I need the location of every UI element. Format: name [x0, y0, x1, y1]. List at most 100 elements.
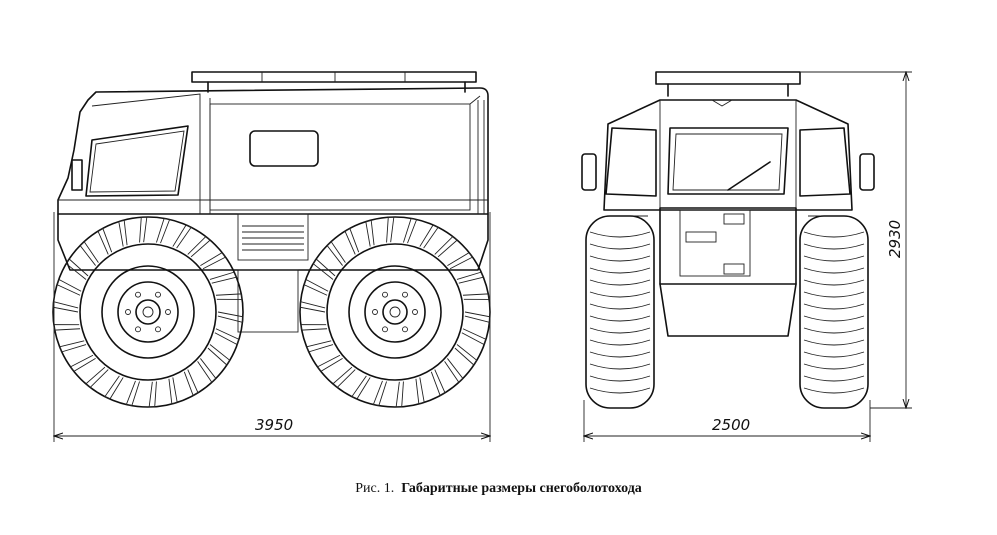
- tread-lug: [444, 358, 464, 384]
- width-value: 2500: [712, 416, 750, 434]
- tread-chevron: [589, 303, 651, 310]
- tread-chevron: [589, 315, 651, 322]
- tread-lug: [53, 324, 81, 331]
- tread-lug: [386, 216, 395, 243]
- tread-lug: [299, 301, 326, 313]
- tread-lug: [209, 271, 238, 284]
- front-right-tire: [799, 215, 869, 409]
- tread-lug: [79, 240, 99, 266]
- wheel-bolt: [382, 291, 388, 298]
- tread-lug: [303, 278, 329, 296]
- tread-lug: [197, 358, 217, 384]
- side-mirror: [71, 159, 83, 191]
- tread-chevron: [803, 339, 865, 346]
- tread-lug: [365, 219, 375, 247]
- side-view: 3950: [52, 71, 491, 442]
- tread-lug: [69, 354, 96, 372]
- tread-lug: [214, 328, 240, 346]
- tread-lug: [344, 227, 360, 255]
- side-grille: [237, 213, 309, 261]
- tread-lug: [454, 344, 478, 366]
- tread-lug: [456, 271, 485, 284]
- front-windshield: [667, 127, 789, 195]
- tread-lug: [326, 240, 346, 266]
- tread-lug: [207, 344, 231, 366]
- wheel-bolt: [165, 309, 171, 315]
- side-window: [249, 130, 319, 167]
- tread-lug: [312, 258, 336, 280]
- front-left-tire: [585, 215, 655, 409]
- tread-chevron: [589, 291, 651, 298]
- tread-lug: [300, 324, 328, 331]
- wheel-bolt: [402, 326, 408, 333]
- tread-lug: [56, 278, 82, 296]
- tread-lug: [172, 224, 192, 249]
- tread-chevron: [803, 327, 865, 334]
- tread-lug: [168, 377, 178, 405]
- tread-chevron: [803, 231, 865, 238]
- tread-chevron: [589, 351, 651, 358]
- wheel-bolt: [155, 326, 161, 333]
- lower-hull: [57, 213, 489, 333]
- tread-lug: [217, 311, 244, 323]
- wheel-bolt: [155, 291, 161, 298]
- tread-chevron: [803, 303, 865, 310]
- tread-chevron: [803, 279, 865, 286]
- body-outline: [57, 87, 489, 215]
- tread-lug: [85, 366, 109, 388]
- front-left-window: [605, 127, 657, 197]
- front-hatch: [679, 209, 751, 277]
- wheel-bolt: [135, 291, 141, 298]
- tread-lug: [462, 293, 490, 300]
- wheel-bolt: [372, 309, 378, 315]
- front-roof-rack: [655, 71, 801, 97]
- tread-lug: [305, 340, 334, 353]
- left-mirror: [581, 153, 597, 191]
- tread-lug: [215, 293, 243, 300]
- tread-lug: [461, 328, 487, 346]
- tread-lug: [187, 236, 211, 258]
- wheel-bolt: [402, 291, 408, 298]
- tread-lug: [332, 366, 356, 388]
- caption-title: Габаритные размеры снегоболотохода: [401, 481, 642, 496]
- tread-chevron: [803, 267, 865, 274]
- tread-chevron: [589, 255, 651, 262]
- tread-chevron: [589, 327, 651, 334]
- tread-lug: [148, 381, 157, 408]
- tread-chevron: [803, 291, 865, 298]
- tread-lug: [464, 311, 491, 323]
- tread-lug: [316, 354, 343, 372]
- front-view: 2500 2930: [581, 71, 912, 442]
- tread-lug: [52, 301, 79, 313]
- right-mirror: [859, 153, 875, 191]
- tread-chevron: [589, 339, 651, 346]
- tread-chevron: [803, 255, 865, 262]
- tread-lug: [125, 380, 140, 407]
- tread-chevron: [589, 375, 651, 382]
- tread-lug: [200, 252, 227, 270]
- tread-lug: [118, 219, 128, 247]
- tread-lug: [419, 224, 439, 249]
- tread-chevron: [803, 351, 865, 358]
- length-dimension: 3950: [54, 212, 490, 442]
- tread-lug: [430, 369, 446, 397]
- tread-lug: [104, 375, 124, 400]
- tread-lug: [97, 227, 113, 255]
- figure-caption: Рис. 1. Габаритные размеры снегоболотохо…: [0, 481, 997, 497]
- tread-lug: [351, 375, 371, 400]
- tread-lug: [156, 217, 171, 244]
- tread-lug: [139, 216, 148, 243]
- tread-lug: [415, 377, 425, 405]
- wheel-bolt: [382, 326, 388, 333]
- tread-lug: [395, 381, 404, 408]
- tread-chevron: [589, 279, 651, 286]
- tread-chevron: [803, 375, 865, 382]
- rear-wheel: [299, 216, 491, 408]
- tread-chevron: [589, 387, 651, 394]
- tread-chevron: [589, 363, 651, 370]
- tread-lug: [434, 236, 458, 258]
- tread-chevron: [589, 231, 651, 238]
- height-dimension: 2930: [800, 72, 912, 408]
- tread-chevron: [589, 267, 651, 274]
